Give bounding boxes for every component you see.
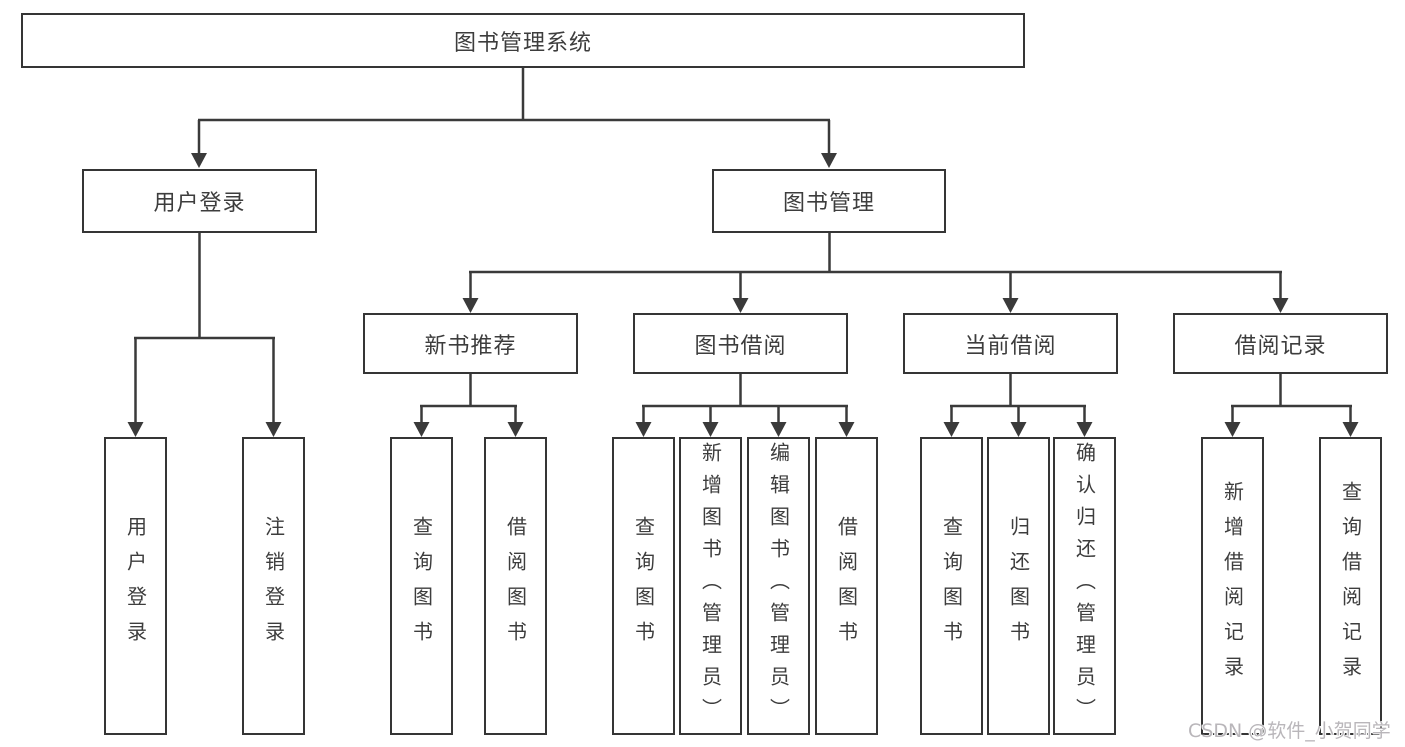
node-book-borrow: 图书借阅 — [633, 313, 848, 374]
leaf-label: 借阅图书 — [834, 516, 859, 656]
node-library-system: 图书管理系统 — [21, 13, 1025, 68]
leaf-label: 归还图书 — [1006, 516, 1031, 656]
node-new-book-recommend: 新书推荐 — [363, 313, 578, 374]
leaf-label: 查询图书 — [939, 516, 964, 656]
leaf-borrow-books: 借阅图书 — [815, 437, 878, 735]
leaf-query-books: 查询图书 — [920, 437, 983, 735]
leaf-label: 查询图书 — [409, 516, 434, 656]
node-user-login: 用户登录 — [82, 169, 317, 233]
leaf-label: 注销登录 — [261, 516, 286, 656]
node-borrow-records: 借阅记录 — [1173, 313, 1388, 374]
leaf-label: 新增借阅记录 — [1220, 481, 1245, 691]
leaf-label: 借阅图书 — [503, 516, 528, 656]
leaf-label: 用户登录 — [123, 516, 148, 656]
leaf-logout: 注销登录 — [242, 437, 305, 735]
leaf-label: 查询借阅记录 — [1338, 481, 1363, 691]
leaf-add-borrow-record: 新增借阅记录 — [1201, 437, 1264, 735]
leaf-borrow-books: 借阅图书 — [484, 437, 547, 735]
leaf-label: 新增图书（管理员） — [698, 442, 723, 730]
leaf-return-books: 归还图书 — [987, 437, 1050, 735]
leaf-user-login: 用户登录 — [104, 437, 167, 735]
leaf-query-borrow-record: 查询借阅记录 — [1319, 437, 1382, 735]
leaf-add-books-admin: 新增图书（管理员） — [679, 437, 742, 735]
leaf-label: 编辑图书（管理员） — [766, 442, 791, 730]
watermark: CSDN @软件_小贺同学 — [1188, 720, 1391, 742]
node-book-management: 图书管理 — [712, 169, 946, 233]
leaf-query-books: 查询图书 — [390, 437, 453, 735]
leaf-label: 查询图书 — [631, 516, 656, 656]
leaf-confirm-return-admin: 确认归还（管理员） — [1053, 437, 1116, 735]
leaf-query-books: 查询图书 — [612, 437, 675, 735]
node-current-borrow: 当前借阅 — [903, 313, 1118, 374]
leaf-label: 确认归还（管理员） — [1072, 442, 1097, 730]
leaf-edit-books-admin: 编辑图书（管理员） — [747, 437, 810, 735]
